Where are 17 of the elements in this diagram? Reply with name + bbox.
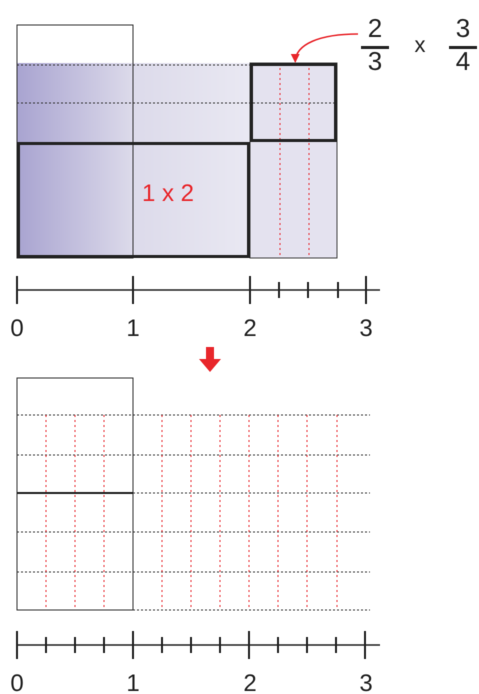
denominator: 4 [454, 48, 472, 74]
product-label: 1 x 2 [142, 180, 194, 208]
tick-label: 1 [125, 670, 141, 694]
tick-label: 2 [242, 670, 258, 694]
tick-label: 3 [358, 670, 374, 694]
region-outline [17, 142, 250, 258]
numerator: 2 [366, 15, 384, 41]
tick-label: 0 [9, 670, 25, 694]
tick-label: 2 [242, 315, 258, 343]
denominator: 3 [366, 48, 384, 74]
multiply-sign: x [414, 32, 426, 58]
highlighted-region [250, 63, 337, 142]
numerator: 3 [454, 15, 472, 41]
tick-label: 0 [9, 315, 25, 343]
tick-label: 1 [125, 315, 141, 343]
tick-label: 3 [358, 315, 374, 343]
curved-arrow [292, 33, 358, 63]
